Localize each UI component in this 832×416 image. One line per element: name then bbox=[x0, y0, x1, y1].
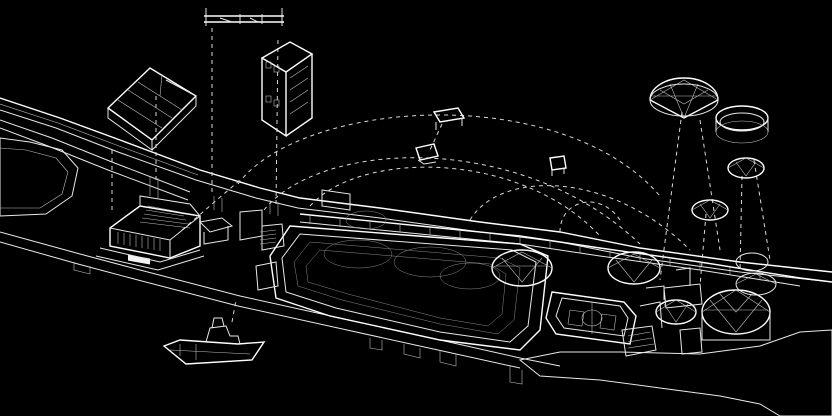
rocky-shoreline bbox=[518, 329, 832, 416]
left-striped-mound bbox=[0, 137, 79, 217]
central-basin bbox=[269, 210, 549, 351]
open-ring-tank bbox=[715, 105, 769, 144]
cargo-ship bbox=[162, 317, 266, 365]
exploded-roof-truss bbox=[106, 67, 198, 151]
dashed-connections bbox=[111, 28, 771, 323]
road-bands bbox=[0, 97, 832, 283]
sports-field bbox=[545, 291, 637, 345]
floating-drone-modules bbox=[415, 107, 567, 176]
industrial-blocks bbox=[621, 267, 703, 357]
exploded-canopy-frame bbox=[204, 8, 284, 26]
ground-dome-5 bbox=[735, 272, 777, 296]
elevated-walkway bbox=[299, 213, 832, 287]
exploded-box-module bbox=[260, 41, 314, 138]
basin-stairs bbox=[255, 229, 279, 291]
pier-edge bbox=[0, 231, 561, 385]
ground-dome-2 bbox=[607, 251, 661, 285]
floating-dome-mid bbox=[691, 199, 729, 221]
floating-dome-small bbox=[727, 157, 765, 179]
geodesic-dome-cluster bbox=[491, 77, 777, 341]
ground-dome-4 bbox=[655, 299, 697, 325]
floating-dome-large bbox=[649, 77, 719, 119]
terminal-building bbox=[95, 195, 205, 271]
ground-dome-6 bbox=[735, 252, 769, 272]
ground-dome-3 bbox=[701, 289, 771, 341]
ground-dome-1 bbox=[491, 249, 553, 287]
